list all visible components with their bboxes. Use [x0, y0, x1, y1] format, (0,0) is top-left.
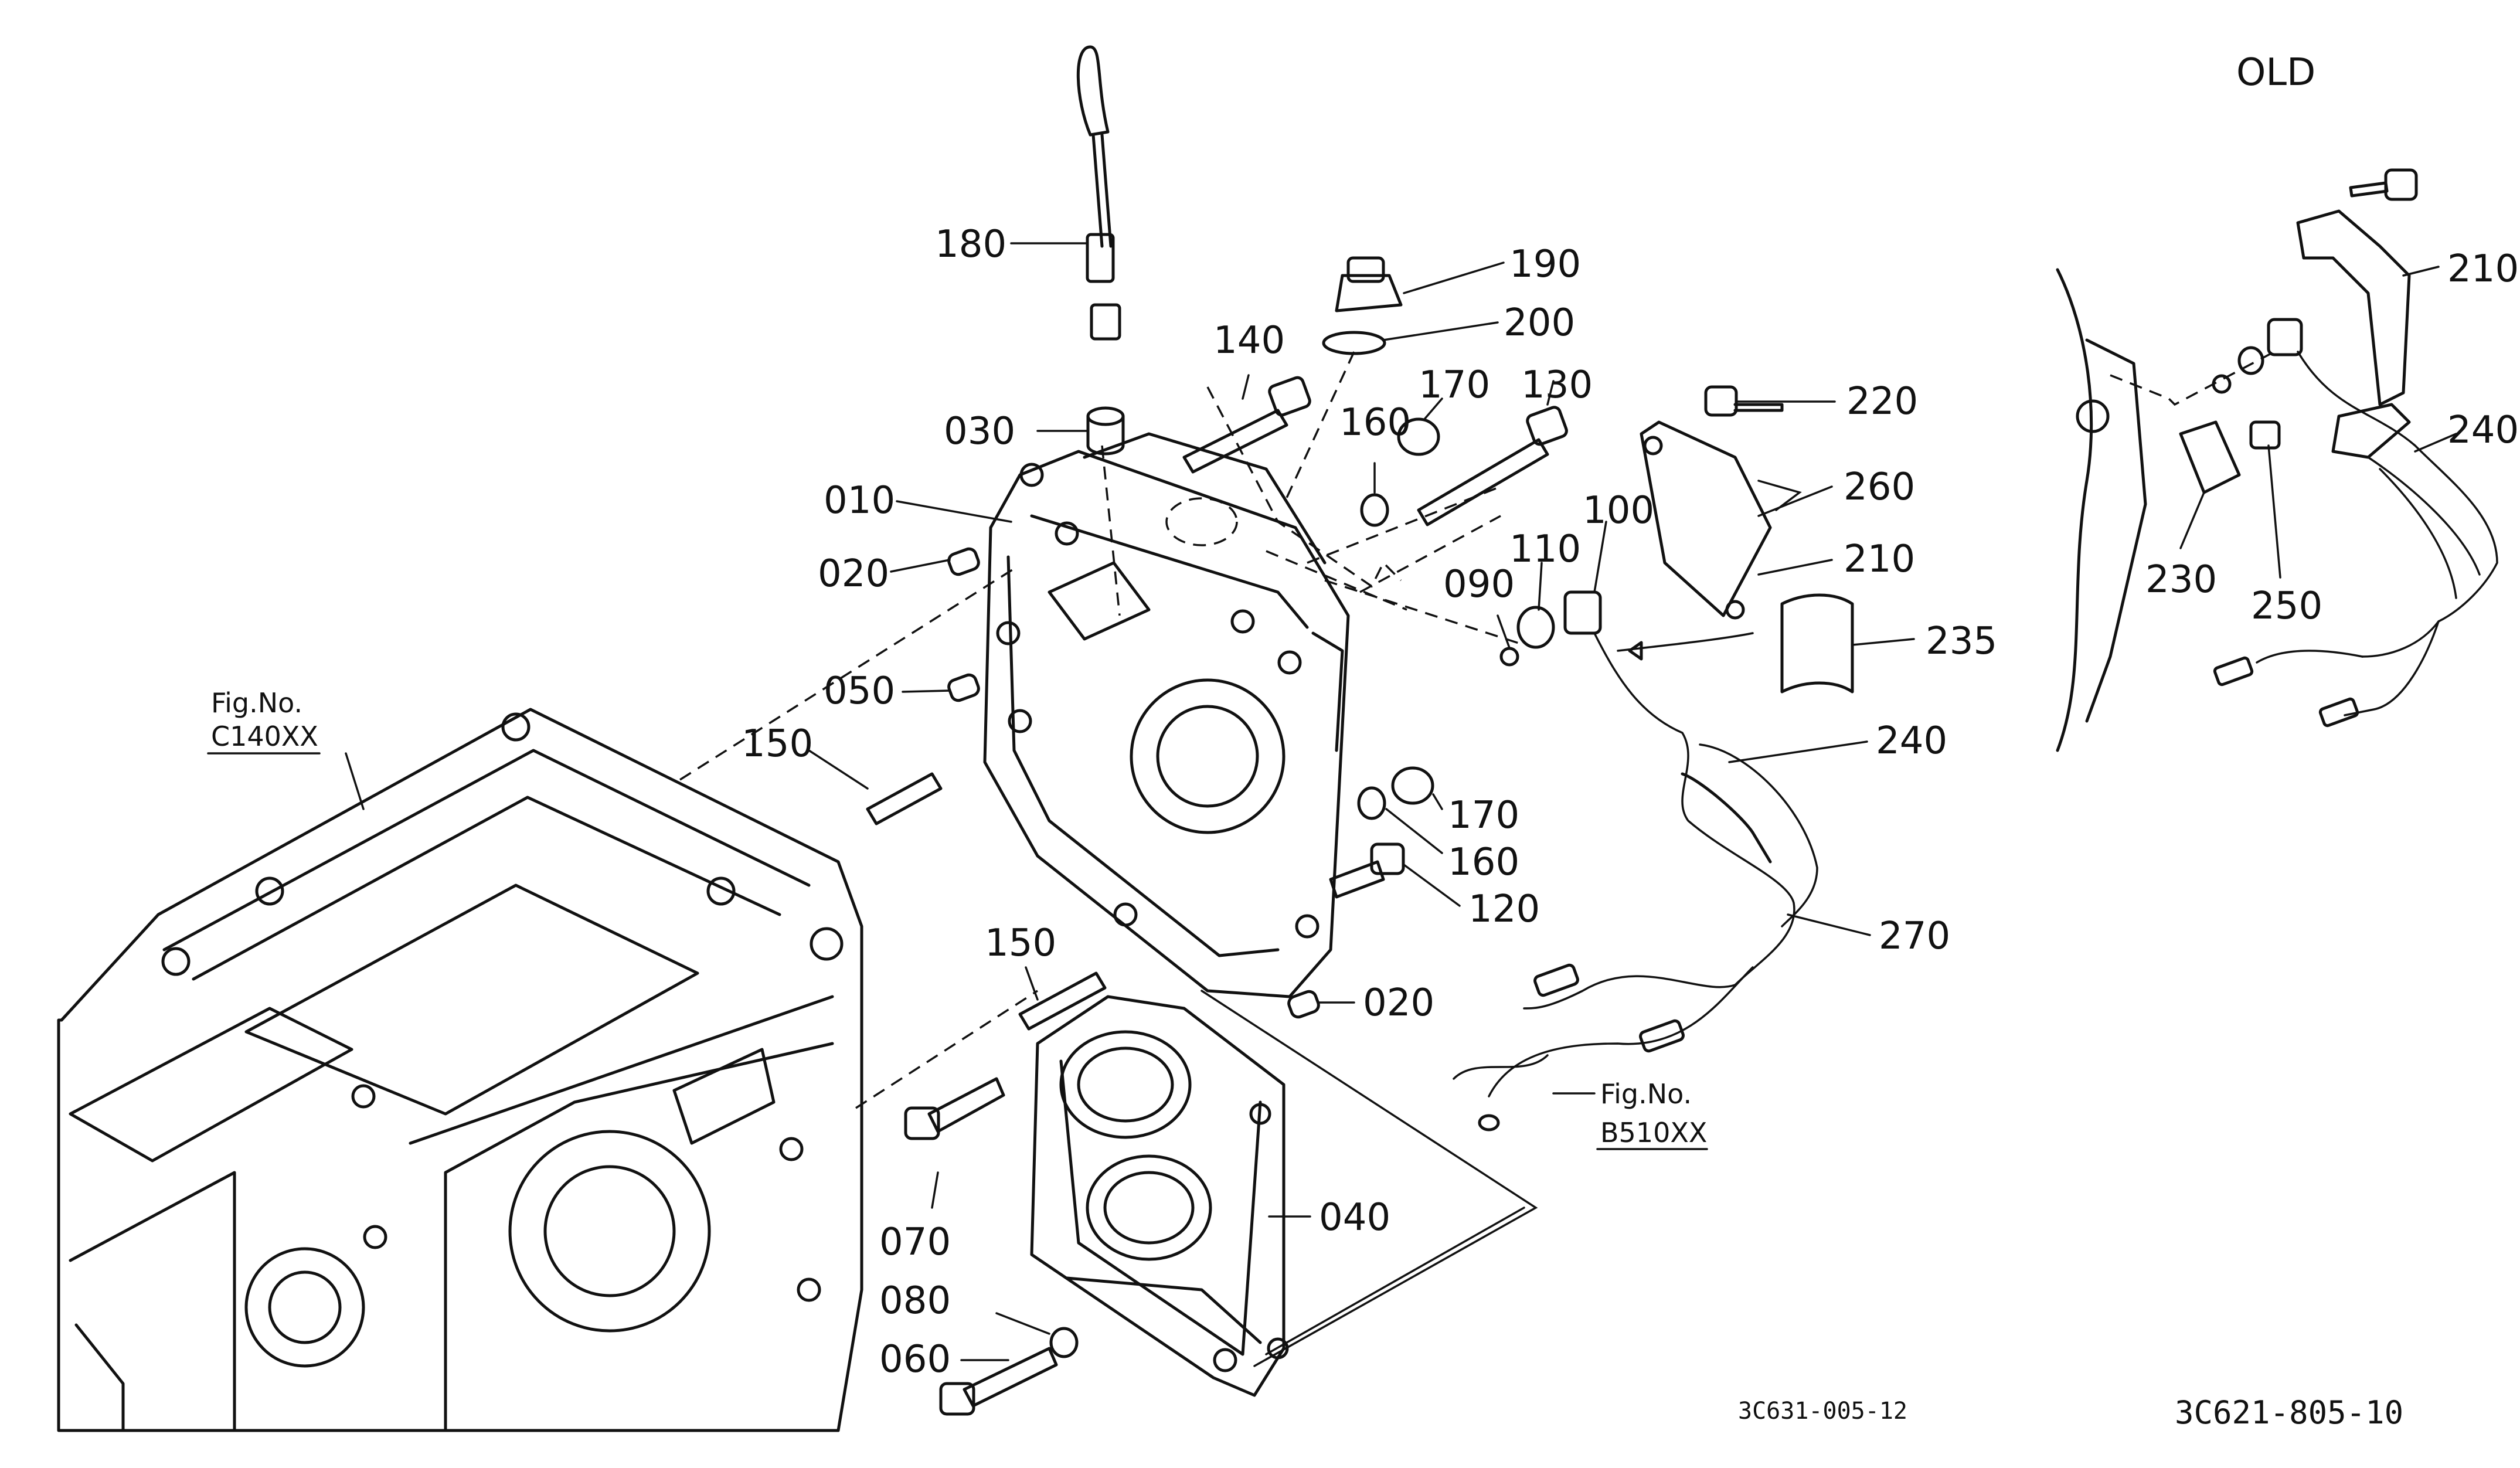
callout-070: 070	[879, 1221, 951, 1264]
callout-100: 100	[1583, 489, 1654, 532]
fig-ref-right-line1: Fig.No.	[1600, 1078, 1692, 1110]
callout-160-bottom: 160	[1448, 841, 1519, 884]
fig-ref-right[interactable]: Fig.No. B510XX	[1596, 1078, 1708, 1150]
callout-235: 235	[1926, 620, 1997, 663]
washers-160-170	[1357, 417, 1440, 820]
fig-ref-left-line2[interactable]: C140XX	[211, 721, 318, 752]
callout-190: 190	[1509, 243, 1581, 286]
callout-150-top: 150	[742, 722, 813, 766]
studs-150	[866, 772, 1107, 1031]
callout-200: 200	[1504, 301, 1575, 345]
callout-020-bottom: 020	[1363, 981, 1434, 1025]
drawing-code-old: 3C621-805-10	[2175, 1394, 2403, 1431]
callout-160-top: 160	[1339, 401, 1411, 444]
old-callout-230: 230	[2145, 558, 2217, 602]
callout-080: 080	[879, 1279, 951, 1323]
reference-lines	[679, 351, 1538, 1367]
callout-180: 180	[935, 223, 1006, 266]
transmission-case-drawing	[57, 708, 863, 1432]
callout-060: 060	[879, 1338, 951, 1381]
bearing-holder-drawing	[1030, 995, 1289, 1397]
callout-170-top: 170	[1419, 363, 1490, 407]
callout-030: 030	[944, 410, 1015, 453]
callout-170-bottom: 170	[1448, 794, 1519, 837]
fig-ref-left-line1: Fig.No.	[211, 687, 302, 719]
callout-130: 130	[1521, 363, 1593, 407]
callout-240: 240	[1876, 719, 1947, 763]
leader-lines	[345, 242, 2457, 1361]
callout-220: 220	[1846, 380, 1918, 423]
callout-260: 260	[1844, 465, 1915, 509]
bolt-120	[1329, 842, 1405, 899]
callout-270: 270	[1879, 915, 1950, 958]
bolt-220	[1704, 385, 1784, 417]
callout-labels: 180 190 200 140 030 170 160 130 220 010 …	[742, 223, 1997, 1381]
bolts-070-060	[904, 1077, 1079, 1416]
old-heading: OLD	[2236, 51, 2315, 94]
bolt-130	[1417, 406, 1568, 526]
callout-120: 120	[1468, 888, 1540, 931]
cover-plate-drawing	[983, 432, 1350, 998]
callout-040: 040	[1319, 1196, 1390, 1239]
callout-140: 140	[1213, 319, 1285, 362]
fig-ref-right-line2[interactable]: B510XX	[1600, 1117, 1707, 1148]
fig-ref-left[interactable]: Fig.No. C140XX	[207, 687, 321, 755]
bolt-140	[1182, 376, 1311, 474]
drawing-code-main: 3C631-005-12	[1738, 1398, 1907, 1425]
callout-110: 110	[1509, 528, 1581, 571]
callout-090: 090	[1443, 563, 1515, 606]
callout-210: 210	[1844, 538, 1915, 581]
old-variant-drawing	[2056, 168, 2498, 752]
old-inset-labels: OLD 210 240 230 250	[2145, 51, 2519, 628]
callout-020-top: 020	[818, 552, 889, 596]
pins-020-050	[947, 547, 1320, 1019]
callout-050: 050	[824, 670, 895, 713]
callout-010: 010	[824, 479, 895, 522]
callout-150-bottom: 150	[985, 922, 1056, 965]
dipstick-drawing	[1076, 45, 1125, 456]
old-callout-250: 250	[2251, 585, 2322, 628]
old-callout-240: 240	[2447, 409, 2519, 452]
old-callout-210: 210	[2447, 247, 2519, 291]
